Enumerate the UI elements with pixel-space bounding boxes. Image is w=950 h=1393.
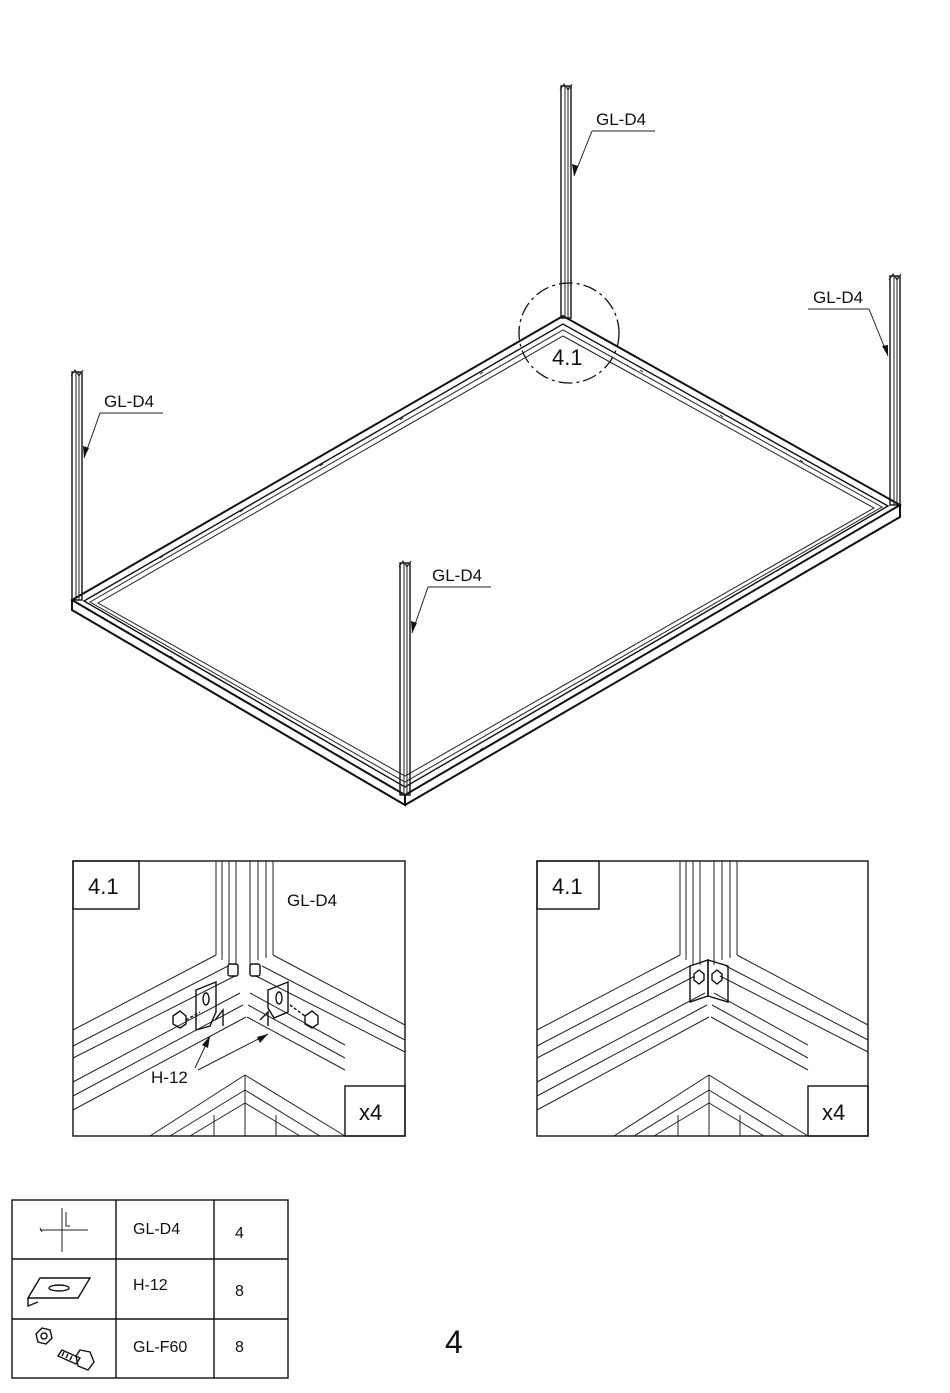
detail-right: 4.1 x4 xyxy=(537,861,868,1136)
svg-text:GL-D4: GL-D4 xyxy=(104,392,154,411)
detail-left-multiplier: x4 xyxy=(359,1100,382,1125)
detail-left-bracket-label: H-12 xyxy=(151,1068,188,1087)
table-qty-3: 8 xyxy=(235,1339,244,1356)
table-qty-1: 4 xyxy=(235,1225,244,1242)
base-frame xyxy=(72,316,900,805)
parts-table: GL-D4 4 H-12 8 GL-F60 8 xyxy=(12,1200,288,1378)
svg-text:GL-D4: GL-D4 xyxy=(596,110,646,129)
svg-text:4.1: 4.1 xyxy=(552,345,583,370)
table-part-3: GL-F60 xyxy=(133,1339,187,1356)
bolt-nut-icon xyxy=(36,1328,94,1370)
svg-text:GL-D4: GL-D4 xyxy=(813,288,863,307)
svg-text:GL-D4: GL-D4 xyxy=(432,566,482,585)
label-post-back: GL-D4 xyxy=(572,110,655,176)
detail-left-tag: 4.1 xyxy=(88,874,119,899)
table-qty-2: 8 xyxy=(235,1283,244,1300)
label-post-front: GL-D4 xyxy=(411,566,491,633)
detail-right-tag: 4.1 xyxy=(552,874,583,899)
post-profile-icon xyxy=(40,1208,88,1252)
detail-right-multiplier: x4 xyxy=(822,1100,845,1125)
post-right xyxy=(889,274,901,505)
label-post-left: GL-D4 xyxy=(83,392,163,458)
table-part-2: H-12 xyxy=(133,1277,168,1294)
table-part-1: GL-D4 xyxy=(133,1221,180,1238)
post-front xyxy=(399,561,411,795)
post-left xyxy=(71,370,83,600)
detail-left: 4.1 GL-D4 H-12 x4 xyxy=(73,861,405,1136)
page-number: 4 xyxy=(445,1324,463,1360)
bracket-icon xyxy=(28,1278,90,1306)
label-post-right: GL-D4 xyxy=(808,288,888,356)
detail-left-post-label: GL-D4 xyxy=(287,891,337,910)
